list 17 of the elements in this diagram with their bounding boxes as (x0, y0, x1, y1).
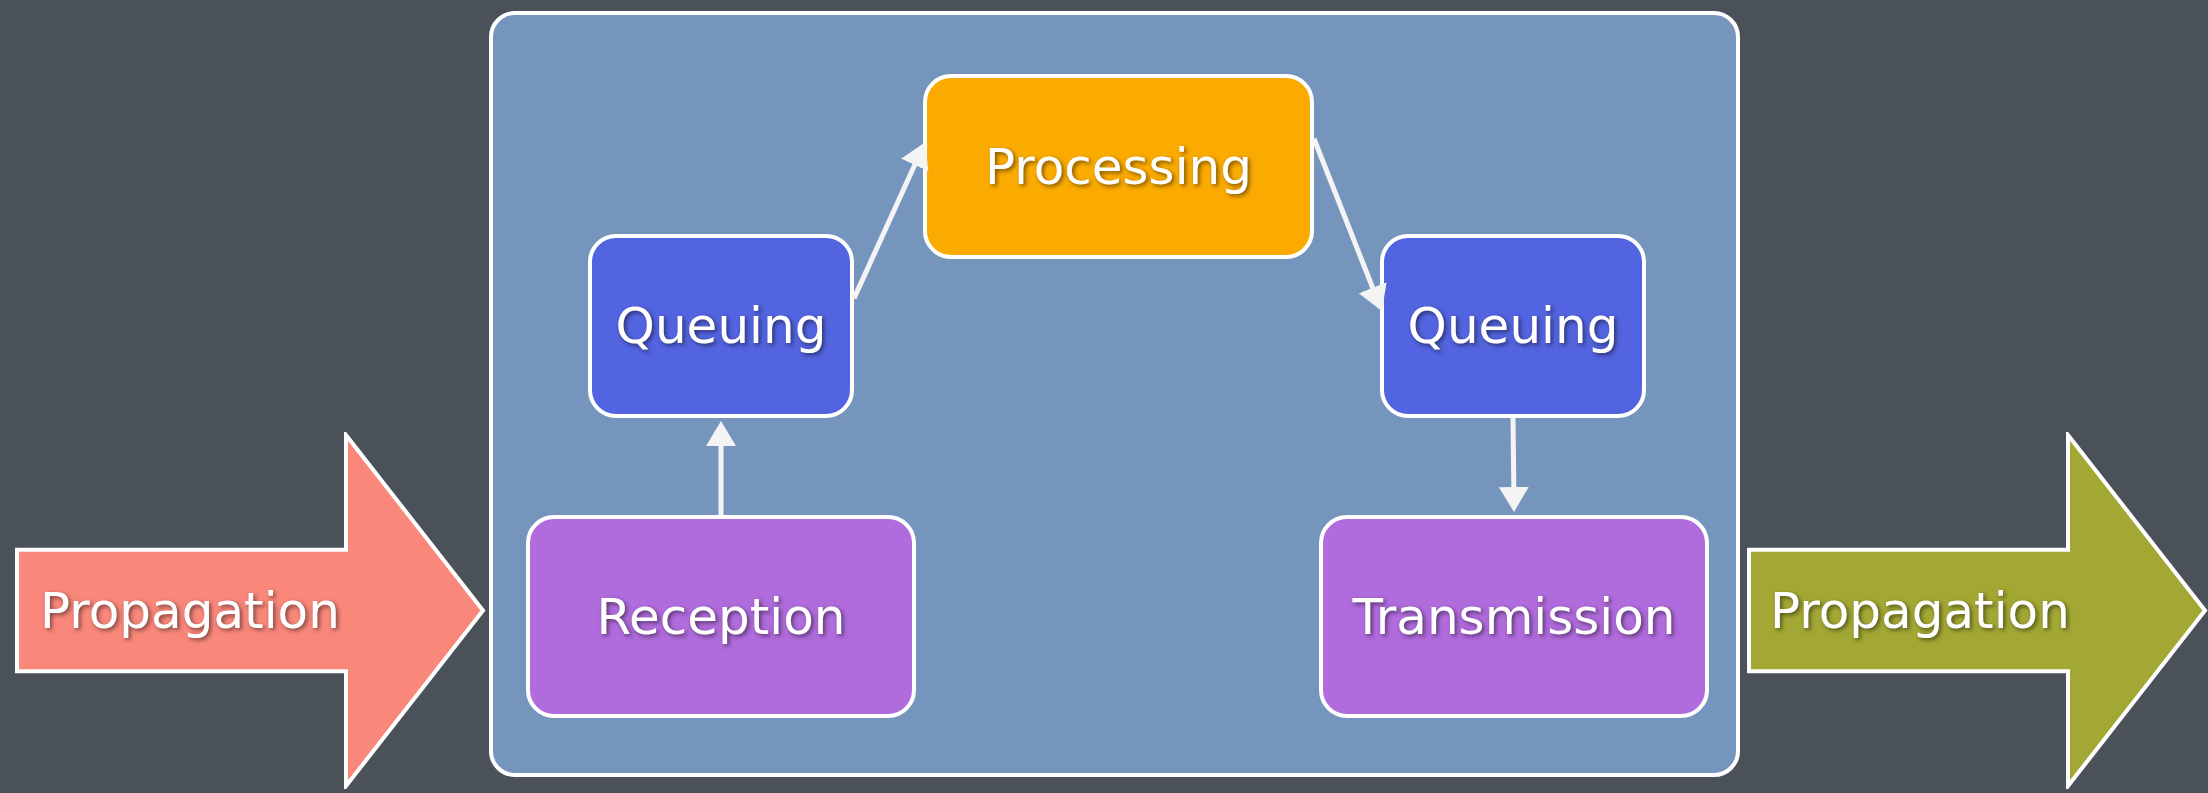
arrow (1498, 417, 1529, 512)
arrow (1311, 137, 1387, 312)
node-label: Queuing (1407, 297, 1619, 355)
process-box (923, 74, 1314, 259)
node-label: Propagation (40, 581, 340, 640)
process-box (1319, 515, 1709, 718)
node-label: Transmission (1352, 587, 1676, 646)
node-label: Reception (596, 587, 846, 646)
node-label: Processing (985, 137, 1252, 196)
node-label: Queuing (615, 297, 827, 355)
arrow (851, 142, 929, 300)
process-box (526, 515, 916, 718)
process-box (1380, 234, 1646, 418)
process-box (588, 234, 854, 418)
arrow (706, 421, 736, 515)
node-label: Propagation (1770, 581, 2070, 640)
panel (489, 11, 1740, 777)
